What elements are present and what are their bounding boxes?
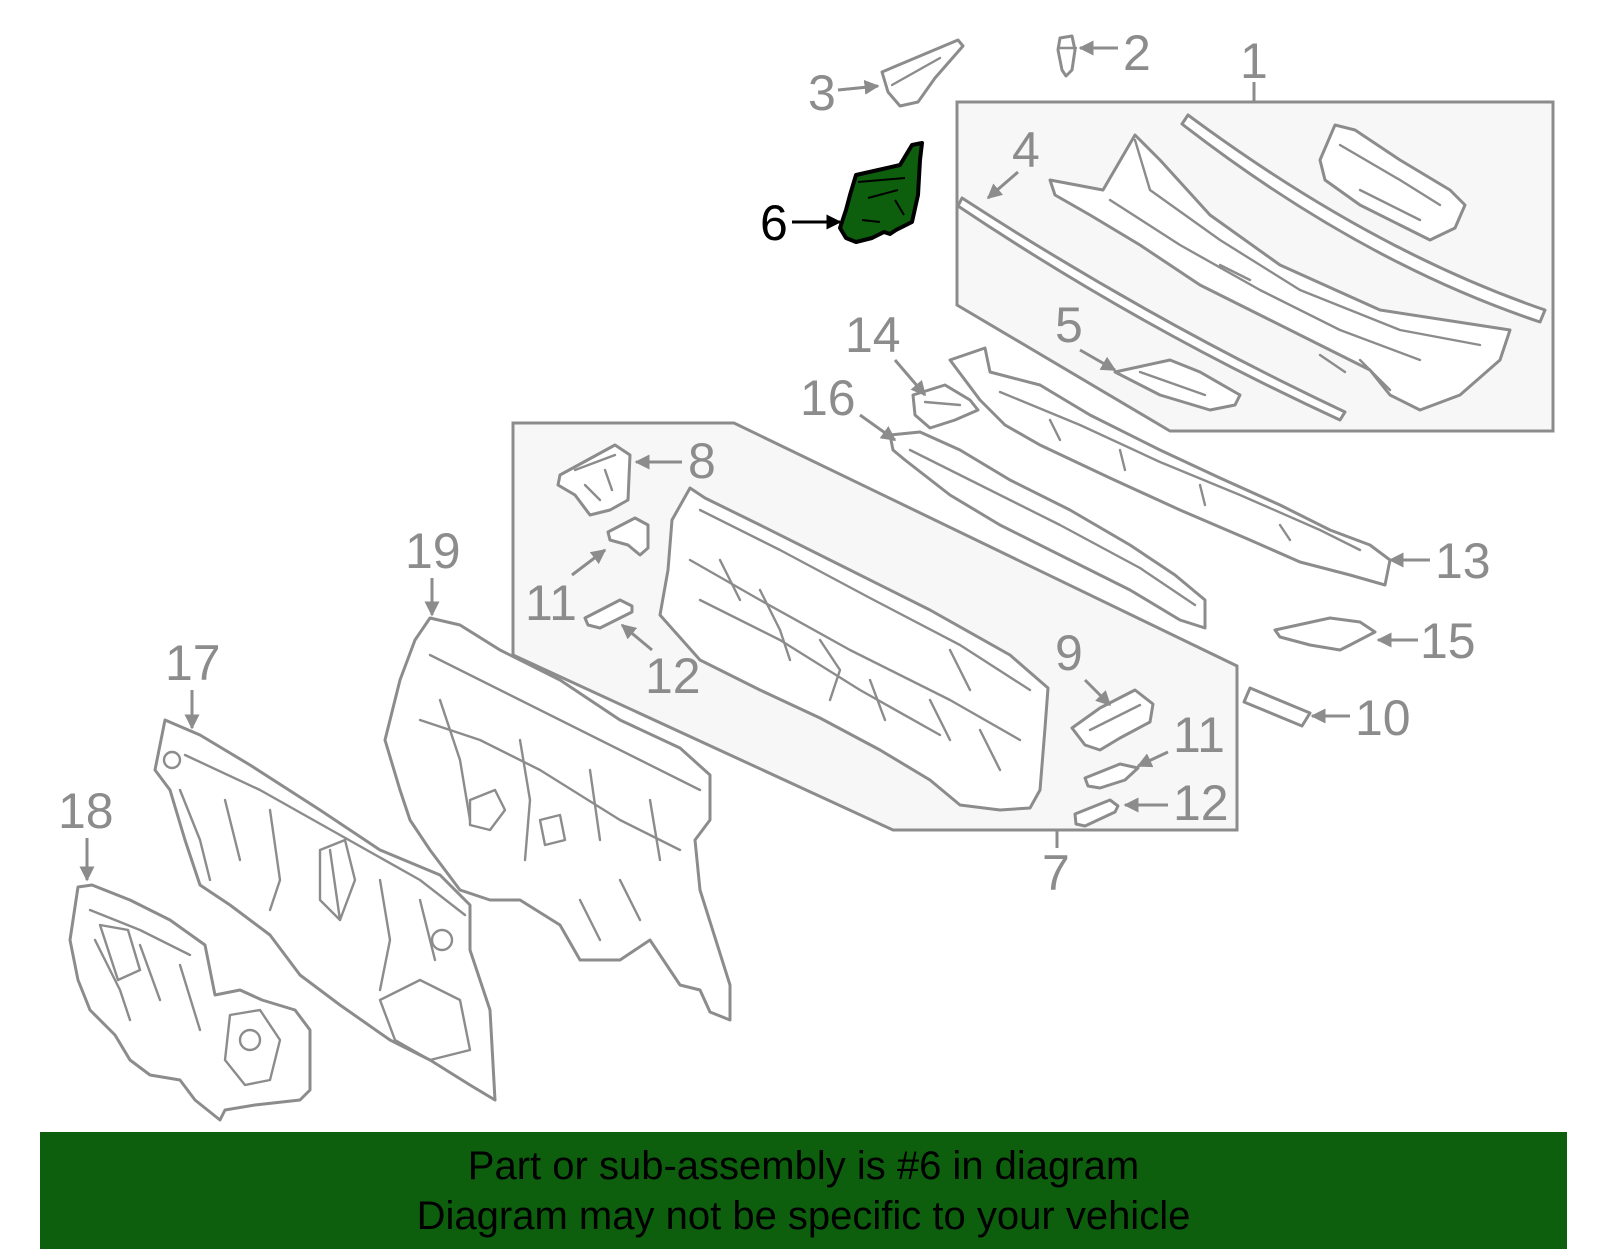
callout-11-lower: 11 — [1136, 707, 1225, 768]
part-15-bracket — [1273, 616, 1377, 652]
callout-label-9: 9 — [1055, 625, 1083, 681]
callout-16: 16 — [800, 370, 897, 442]
part-3-bracket — [880, 38, 965, 108]
callout-label-12-lower: 12 — [1173, 775, 1229, 831]
part-16-rail — [888, 430, 1207, 630]
callout-label-11-lower: 11 — [1173, 707, 1225, 763]
info-banner: Part or sub-assembly is #6 in diagram Di… — [40, 1132, 1567, 1249]
part-12-plate-upper — [583, 598, 634, 630]
part-4-seal — [956, 196, 1347, 422]
part-12-plate-lower — [1073, 798, 1120, 828]
part-14-bracket — [911, 383, 980, 430]
callout-1: 1 — [1240, 33, 1268, 102]
callout-8: 8 — [634, 433, 716, 489]
callout-label-7: 7 — [1042, 845, 1070, 901]
part-11-bracket-upper — [606, 516, 650, 557]
part-17-insulator — [153, 718, 497, 1102]
part-19-insulator — [383, 616, 732, 1022]
callout-label-1: 1 — [1240, 33, 1268, 89]
banner-line-1: Part or sub-assembly is #6 in diagram — [467, 1143, 1140, 1188]
callout-label-13: 13 — [1435, 533, 1491, 589]
callout-label-6: 6 — [760, 195, 788, 251]
callout-label-16: 16 — [800, 370, 856, 426]
part-1-cowl-top — [1048, 113, 1547, 412]
part-10-strip — [1242, 686, 1312, 728]
part-6-highlighted — [838, 141, 924, 244]
callout-7: 7 — [1042, 830, 1070, 901]
callout-13: 13 — [1388, 533, 1491, 589]
callout-label-8: 8 — [688, 433, 716, 489]
callout-label-14: 14 — [845, 307, 901, 363]
callout-label-2: 2 — [1123, 25, 1151, 81]
callout-6: 6 — [760, 195, 842, 251]
part-18-insulator — [68, 883, 312, 1122]
callout-label-11-upper: 11 — [525, 575, 577, 631]
callout-17: 17 — [165, 635, 221, 730]
callout-5: 5 — [1055, 297, 1117, 372]
callout-label-17: 17 — [165, 635, 221, 691]
part-8-bracket — [556, 443, 632, 517]
callout-15: 15 — [1376, 613, 1476, 669]
callout-10: 10 — [1310, 690, 1411, 746]
part-2-clip — [1056, 34, 1078, 78]
callout-19: 19 — [405, 523, 461, 617]
callout-label-15: 15 — [1420, 613, 1476, 669]
callout-label-19: 19 — [405, 523, 461, 579]
callout-label-5: 5 — [1055, 297, 1083, 353]
callout-label-12-upper: 12 — [645, 648, 701, 704]
callout-4: 4 — [986, 122, 1040, 200]
part-11-bracket-lower — [1083, 762, 1140, 790]
callout-label-3: 3 — [808, 65, 836, 121]
part-7-cowl-panel — [658, 486, 1050, 812]
callout-11-upper: 11 — [525, 548, 607, 631]
callout-9: 9 — [1055, 625, 1112, 707]
part-5-bracket — [1113, 358, 1242, 412]
callout-label-4: 4 — [1012, 122, 1040, 178]
banner-line-2: Diagram may not be specific to your vehi… — [416, 1193, 1191, 1238]
callout-12-lower: 12 — [1123, 775, 1229, 831]
callout-18: 18 — [58, 783, 114, 882]
callout-14: 14 — [845, 307, 927, 397]
part-9-bracket — [1070, 688, 1155, 752]
callout-2: 2 — [1078, 25, 1151, 81]
callout-label-18: 18 — [58, 783, 114, 839]
callout-label-10: 10 — [1355, 690, 1411, 746]
callout-12-upper: 12 — [620, 623, 701, 704]
callout-3: 3 — [808, 65, 880, 121]
